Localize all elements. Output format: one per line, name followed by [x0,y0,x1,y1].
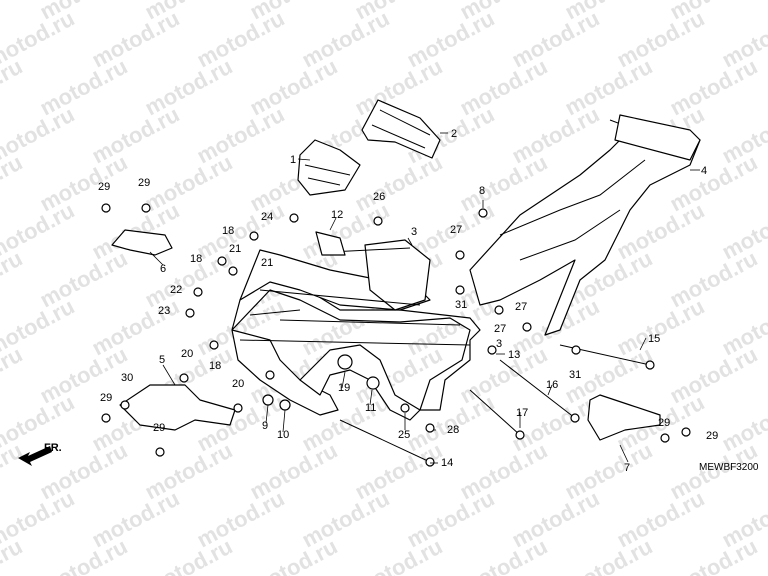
direction-label: FR. [44,442,62,454]
callout-8: 8 [479,185,485,197]
callout-23: 23 [158,305,170,317]
callout-25: 25 [398,429,410,441]
callout-31b: 31 [569,369,581,381]
part-5-bracket [119,384,236,431]
callout-labels: 1 2 3 3 4 5 6 7 8 9 10 11 12 13 14 15 16… [98,128,718,474]
part-1-guard [297,139,361,196]
watermark-text: motod.ru [666,534,762,576]
callout-30: 30 [121,372,133,384]
fasteners [101,203,691,467]
callout-9: 9 [262,420,268,432]
callout-15: 15 [648,333,660,345]
watermark-text: motod.ru [456,534,552,576]
watermark-text: motod.ru [0,438,27,505]
callout-21b: 21 [261,257,273,269]
callout-27c: 27 [515,301,527,313]
diagram-code: MEWBF3200 [699,462,759,473]
callout-19: 19 [338,382,350,394]
callout-17: 17 [516,407,528,419]
callout-31a: 31 [455,299,467,311]
callout-29c: 29 [100,392,112,404]
callout-14: 14 [441,457,453,469]
callout-20b: 20 [232,378,244,390]
rear-subframe [469,114,701,336]
callout-29d: 29 [153,422,165,434]
callout-12: 12 [331,209,343,221]
callout-29f: 29 [706,430,718,442]
part-6-bracket [111,229,173,256]
watermark-text: motod.ru [141,534,237,576]
front-direction-arrow [18,446,52,466]
callout-27a: 27 [450,224,462,236]
callout-11: 11 [365,402,376,414]
callout-3b: 3 [496,338,502,350]
callout-27b: 27 [494,323,506,335]
main-frame [231,239,481,421]
watermark-text: motod.ru [0,150,27,217]
watermark-text: motod.ru [246,534,342,576]
callout-18c: 18 [209,360,221,372]
callout-21a: 21 [229,243,241,255]
callout-18b: 18 [190,253,202,265]
callout-24: 24 [261,211,273,223]
callout-2: 2 [451,128,457,140]
watermark-text: motod.ru [0,534,27,576]
watermark-text: motod.ru [0,0,27,24]
callout-6: 6 [160,263,166,275]
leader-lines [149,132,700,464]
callout-20a: 20 [181,348,193,360]
callout-29a: 29 [98,181,110,193]
callout-1: 1 [290,154,296,166]
part-7-bracket [587,394,661,441]
callout-29b: 29 [138,177,150,189]
watermark-text: motod.ru [36,534,132,576]
part-2-guard [361,99,441,159]
watermark-text: motod.ru [0,342,27,409]
callout-4: 4 [701,165,707,177]
callout-13: 13 [508,349,520,361]
callout-3: 3 [411,226,417,238]
callout-26: 26 [373,191,385,203]
watermark-text: motod.ru [0,54,27,121]
callout-28: 28 [447,424,459,436]
callout-16: 16 [546,379,558,391]
watermark-text: motod.ru [561,534,657,576]
callout-18a: 18 [222,225,234,237]
callout-10: 10 [277,429,289,441]
callout-22: 22 [170,284,182,296]
watermark-text: motod.ru [0,246,27,313]
callout-5: 5 [159,354,165,366]
callout-29e: 29 [658,417,670,429]
callout-7: 7 [624,462,630,474]
watermark-text: motod.ru [351,534,447,576]
